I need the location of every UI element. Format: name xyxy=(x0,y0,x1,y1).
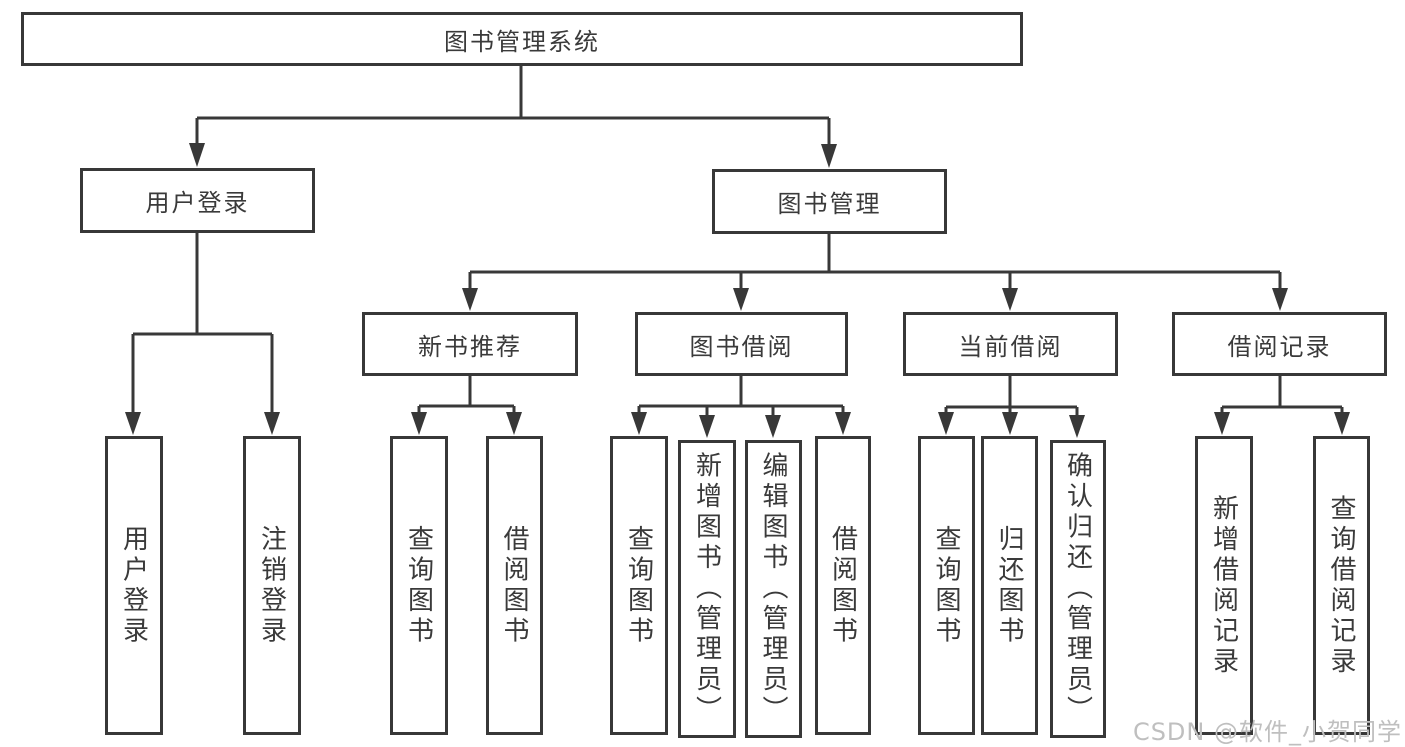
node-label: 图书管理系统 xyxy=(444,27,600,56)
node-library-management-system: 图书管理系统 xyxy=(21,12,1023,66)
arrowhead xyxy=(1002,288,1018,311)
connector-book-borrow-branch xyxy=(637,376,845,416)
node-label: 当前借阅 xyxy=(958,332,1063,361)
leaf-query-borrow-record: 查询借阅记录 xyxy=(1313,436,1370,735)
leaf-borrow-books: 借阅图书 xyxy=(815,436,871,735)
leaf-label: 用户登录 xyxy=(118,524,149,647)
arrowhead xyxy=(462,288,478,311)
node-label: 借阅记录 xyxy=(1227,332,1332,361)
node-label: 图书管理 xyxy=(777,190,882,218)
node-user-login: 用户登录 xyxy=(80,168,315,233)
node-book-management: 图书管理 xyxy=(712,169,947,234)
node-new-book-recommend: 新书推荐 xyxy=(362,312,578,376)
connector-user-login-branch xyxy=(131,233,274,413)
leaf-add-borrow-record: 新增借阅记录 xyxy=(1195,436,1253,735)
connector-book-management-branch xyxy=(468,234,1282,289)
leaf-label: 查询图书 xyxy=(403,524,434,647)
leaf-label: 归还图书 xyxy=(994,524,1024,647)
arrowhead xyxy=(1334,412,1350,435)
arrowhead xyxy=(1069,415,1085,438)
leaf-label: 编辑图书（管理员） xyxy=(758,451,788,727)
leaf-logout: 注销登录 xyxy=(243,436,301,735)
leaf-label: 借阅图书 xyxy=(499,524,529,647)
leaf-return-book: 归还图书 xyxy=(981,436,1038,735)
connector-root-to-level2 xyxy=(195,66,831,145)
leaf-query-books-current: 查询图书 xyxy=(918,436,975,735)
connector-borrow-records-branch xyxy=(1220,376,1344,414)
node-borrow-records: 借阅记录 xyxy=(1172,312,1387,376)
connector-new-book-recommend-branch xyxy=(417,376,516,414)
leaf-edit-book-admin: 编辑图书（管理员） xyxy=(745,440,802,738)
arrowhead xyxy=(733,288,749,311)
leaf-query-books-recommend: 查询图书 xyxy=(390,436,448,735)
arrowhead xyxy=(1272,288,1288,311)
arrowhead xyxy=(1214,412,1230,435)
arrowhead xyxy=(411,412,427,435)
leaf-confirm-return-admin: 确认归还（管理员） xyxy=(1050,440,1106,738)
arrowhead xyxy=(125,412,141,435)
arrowhead xyxy=(189,143,205,167)
node-book-borrow: 图书借阅 xyxy=(635,312,848,376)
leaf-label: 确认归还（管理员） xyxy=(1062,451,1093,727)
leaf-borrow-books-recommend: 借阅图书 xyxy=(486,436,543,735)
leaf-query-books-borrow: 查询图书 xyxy=(610,436,668,735)
leaf-label: 新增图书（管理员） xyxy=(691,451,722,727)
arrowhead xyxy=(821,144,837,168)
node-current-borrow: 当前借阅 xyxy=(903,312,1118,376)
arrowhead xyxy=(506,412,522,435)
watermark-csdn: CSDN @软件_小贺同学 xyxy=(1132,718,1402,746)
node-label: 图书借阅 xyxy=(689,332,794,361)
leaf-label: 查询图书 xyxy=(623,524,654,647)
connector-current-borrow-branch xyxy=(944,376,1079,416)
arrowhead xyxy=(631,412,647,435)
leaf-label: 注销登录 xyxy=(256,524,287,647)
arrowhead xyxy=(264,412,280,435)
arrowhead xyxy=(835,412,851,435)
node-label: 新书推荐 xyxy=(418,332,522,361)
node-label: 用户登录 xyxy=(145,189,250,217)
arrowhead xyxy=(1002,412,1018,435)
leaf-label: 查询借阅记录 xyxy=(1326,494,1356,677)
arrowhead xyxy=(938,412,954,435)
leaf-label: 借阅图书 xyxy=(827,524,858,647)
leaf-user-login: 用户登录 xyxy=(105,436,163,735)
leaf-label: 查询图书 xyxy=(931,524,961,647)
arrowhead xyxy=(765,415,781,438)
leaf-add-book-admin: 新增图书（管理员） xyxy=(678,440,736,738)
leaf-label: 新增借阅记录 xyxy=(1208,494,1239,677)
arrowhead xyxy=(699,415,715,438)
